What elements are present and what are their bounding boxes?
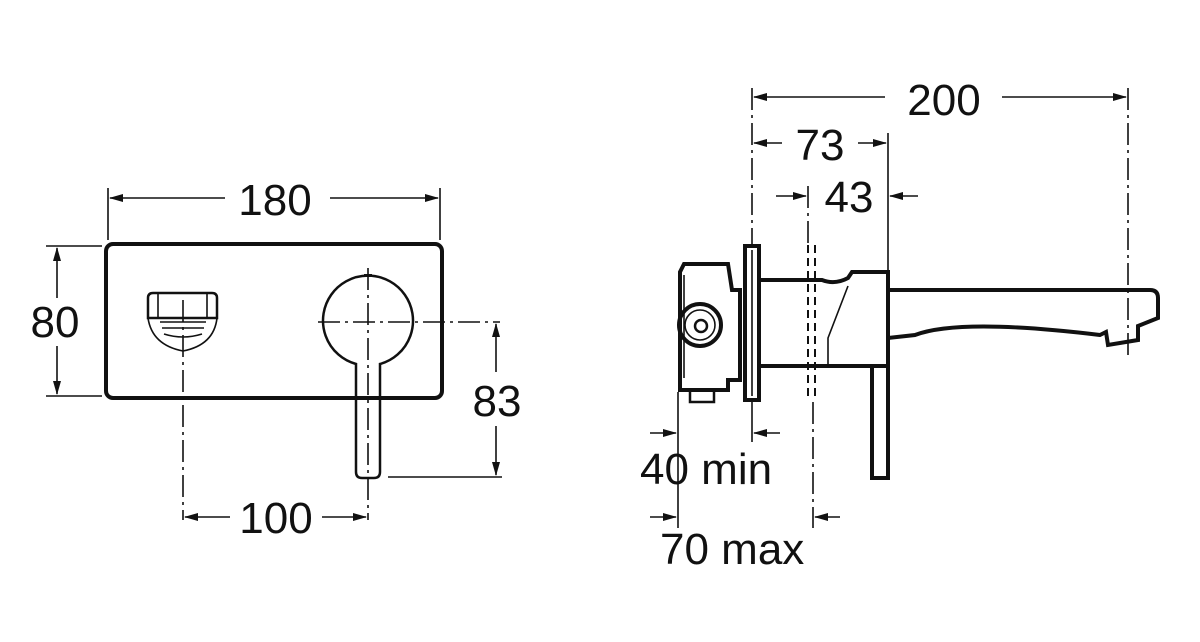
dimension-spacing: 100	[239, 494, 312, 543]
dimension-total-depth: 200	[907, 76, 980, 125]
wall-plate	[104, 242, 444, 400]
valve-body	[677, 244, 761, 404]
dimension-min-wall: 40 min	[640, 445, 772, 494]
dimension-width: 180	[238, 176, 311, 225]
dimension-spout-offset: 43	[825, 173, 874, 222]
front-view: 180 80 83 100	[31, 176, 522, 543]
dimension-lever-offset: 73	[796, 121, 845, 170]
dimension-lever-height: 83	[473, 377, 522, 426]
side-view: 200 73 43 40 min 70 max	[640, 76, 1160, 574]
dimension-max-wall: 70 max	[660, 525, 804, 574]
spout-body	[760, 270, 1160, 480]
dimension-height: 80	[31, 298, 80, 347]
